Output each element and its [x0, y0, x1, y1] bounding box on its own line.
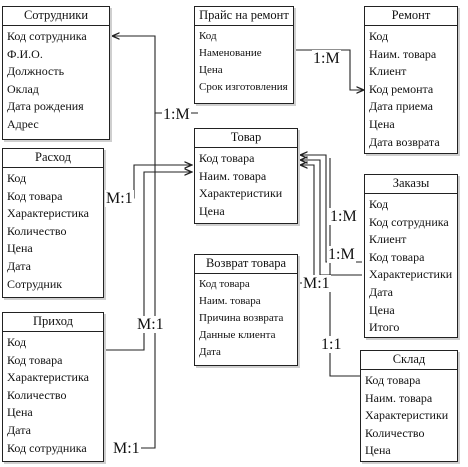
- field: Код: [369, 29, 389, 43]
- field: Итого: [369, 320, 400, 335]
- field: Цена: [7, 241, 33, 256]
- entity-title: Возврат товара: [195, 255, 297, 274]
- field: Количество: [7, 387, 67, 402]
- relation-label: 1:1: [320, 336, 343, 353]
- entity-title: Расход: [3, 149, 103, 168]
- field: Клиент: [369, 232, 407, 247]
- field: Дата рождения: [7, 99, 84, 114]
- field: Дата: [7, 422, 31, 437]
- field: Код сотрудника: [7, 440, 87, 455]
- field: Характеристики: [365, 408, 449, 423]
- field: Сотрудник: [7, 276, 63, 291]
- entity-title: Заказы: [365, 175, 457, 194]
- field: Дата: [7, 258, 31, 273]
- field: Дата: [199, 346, 221, 358]
- entity-income: Приход Код Код товара Характеристика Кол…: [2, 312, 104, 462]
- field: Цена: [369, 302, 395, 317]
- field: Цена: [199, 203, 225, 218]
- field: Клиент: [369, 64, 407, 79]
- field: Данные клиента: [199, 329, 276, 341]
- field: Код товара: [369, 249, 425, 264]
- relation-label: 1:M: [312, 50, 341, 67]
- entity-title: Прайс на ремонт: [195, 7, 293, 26]
- relation-label: M:1: [105, 190, 134, 207]
- relation-label: M:1: [112, 440, 141, 457]
- field: Адрес: [7, 116, 39, 131]
- entity-expense: Расход Код Код товара Характеристика Кол…: [2, 148, 104, 298]
- field: Цена: [199, 64, 223, 76]
- field: Код: [369, 197, 389, 211]
- field: Наим. товара: [199, 168, 267, 183]
- field: Оклад: [7, 81, 39, 96]
- field: Характеристики: [369, 267, 453, 282]
- entity-goods: Товар Код товара Наим. товара Характерис…: [194, 128, 298, 224]
- field: Код: [7, 335, 27, 349]
- field: Код товара: [7, 352, 63, 367]
- entity-title: Приход: [3, 313, 103, 332]
- field: Цена: [365, 443, 391, 458]
- field: Цена: [7, 405, 33, 420]
- entity-employees: Сотрудники Код сотрудника Ф.И.О. Должнос…: [2, 6, 110, 140]
- relation-label: M:1: [302, 275, 331, 292]
- field: Наим. товара: [369, 46, 437, 61]
- field: Дата: [369, 284, 393, 299]
- field: Ф.И.О.: [7, 46, 43, 61]
- field: Наменование: [199, 47, 262, 59]
- entity-returns: Возврат товара Код товара Наим. товара П…: [194, 254, 298, 366]
- field: Дата возврата: [369, 134, 440, 149]
- entity-title: Товар: [195, 129, 297, 148]
- field: Количество: [7, 223, 67, 238]
- relation-label: 1:M: [329, 208, 358, 225]
- field: Код товара: [365, 373, 421, 387]
- field: Код товара: [199, 151, 255, 165]
- entity-price: Прайс на ремонт Код Наменование Цена Сро…: [194, 6, 294, 104]
- field: Характеристика: [7, 206, 89, 221]
- field: Код товара: [7, 188, 63, 203]
- entity-title: Ремонт: [365, 7, 457, 26]
- field: Код: [7, 171, 27, 185]
- relation-label: 1:M: [327, 246, 356, 263]
- entity-warehouse: Склад Код товара Наим. товара Характерис…: [360, 350, 458, 462]
- field: Код сотрудника: [369, 214, 449, 229]
- field: Код товара: [199, 278, 250, 290]
- entity-repair: Ремонт Код Наим. товара Клиент Код ремон…: [364, 6, 458, 154]
- field: Наим. товара: [365, 390, 433, 405]
- field: Количество: [365, 425, 425, 440]
- field: Код: [199, 30, 217, 42]
- field: Код ремонта: [369, 81, 434, 96]
- field: Характеристика: [7, 370, 89, 385]
- field: Цена: [369, 116, 395, 131]
- field: Срок изготовления: [199, 81, 288, 93]
- field: Причина возврата: [199, 312, 284, 324]
- field: Код сотрудника: [7, 29, 87, 43]
- entity-title: Склад: [361, 351, 457, 370]
- field: Должность: [7, 64, 65, 79]
- field: Характеристики: [199, 186, 283, 201]
- relation-label: M:1: [136, 316, 165, 333]
- relation-label: 1:M: [162, 106, 191, 123]
- entity-title: Сотрудники: [3, 7, 109, 26]
- field: Наим. товара: [199, 295, 261, 307]
- entity-orders: Заказы Код Код сотрудника Клиент Код тов…: [364, 174, 458, 338]
- field: Дата приема: [369, 99, 433, 114]
